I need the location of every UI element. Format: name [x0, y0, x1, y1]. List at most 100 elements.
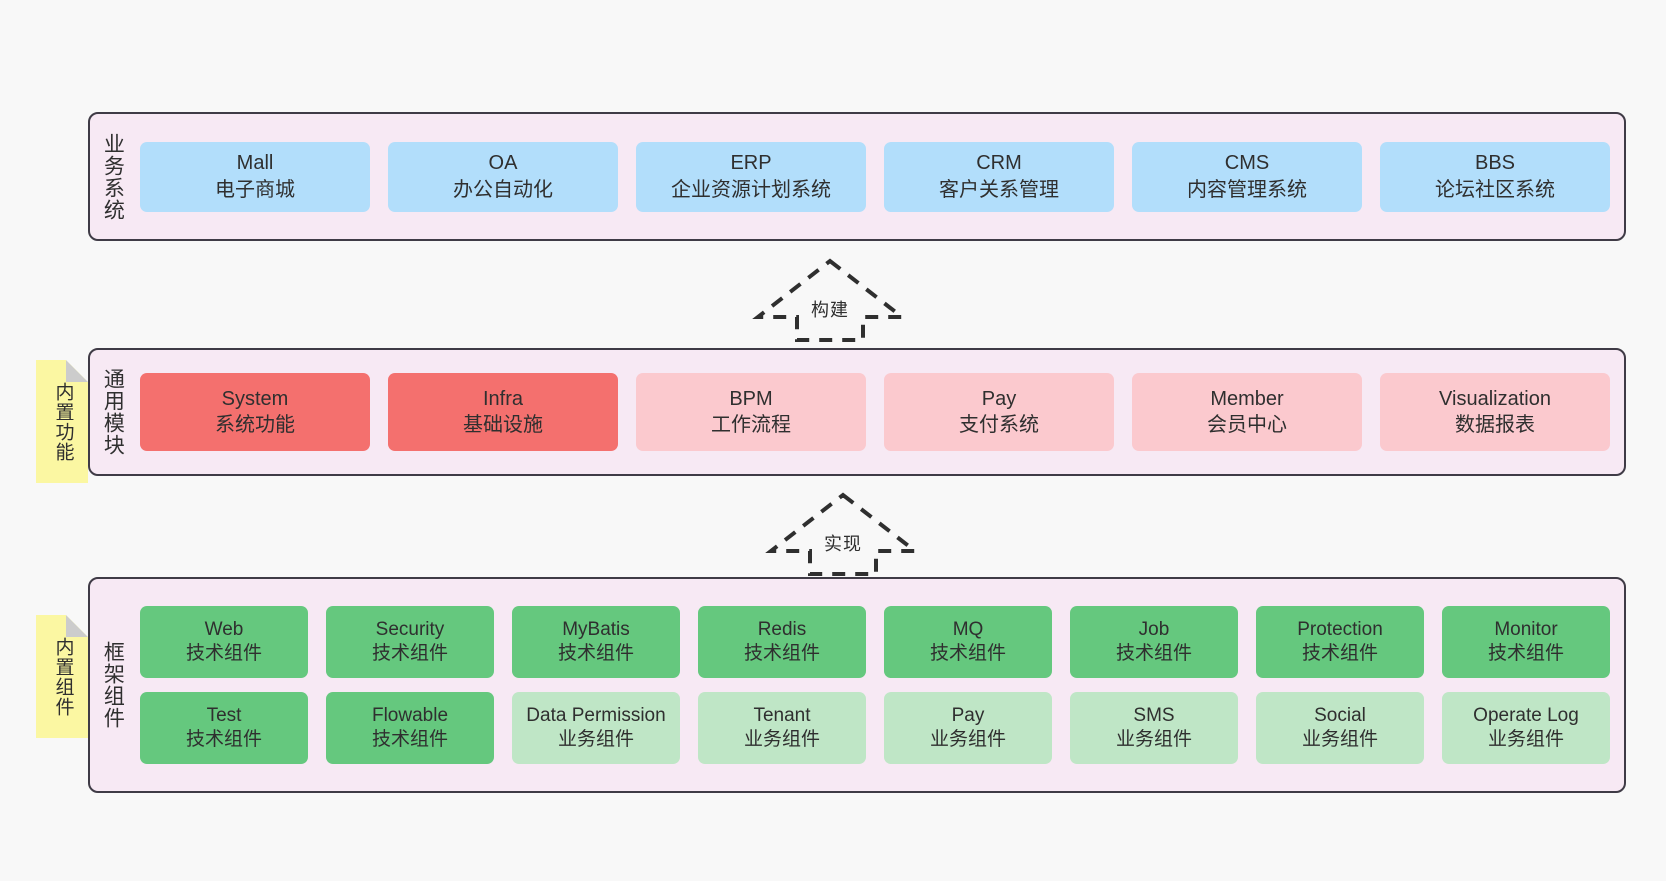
card-erp[interactable]: ERP 企业资源计划系统	[636, 141, 866, 212]
card-tenant[interactable]: Tenant 业务组件	[698, 692, 866, 764]
card-monitor[interactable]: Monitor 技术组件	[1442, 606, 1610, 678]
card-subtitle: 内容管理系统	[1187, 178, 1307, 201]
card-bbs[interactable]: BBS 论坛社区系统	[1380, 141, 1610, 212]
card-data-permission[interactable]: Data Permission 业务组件	[512, 692, 680, 764]
section-title-common-modules: 通用模块	[101, 368, 125, 456]
card-title: Job	[1138, 619, 1170, 641]
page-fold-icon	[66, 360, 88, 382]
card-subtitle: 技术组件	[371, 729, 448, 750]
card-mq[interactable]: MQ 技术组件	[884, 606, 1052, 678]
card-bpm[interactable]: BPM 工作流程	[636, 373, 866, 451]
card-title: Redis	[757, 619, 807, 641]
card-subtitle: 技术组件	[1115, 643, 1192, 664]
card-system[interactable]: System 系统功能	[140, 373, 370, 451]
card-title: System	[221, 387, 289, 410]
card-subtitle: 客户关系管理	[939, 178, 1059, 201]
card-infra[interactable]: Infra 基础设施	[388, 373, 618, 451]
card-subtitle: 技术组件	[371, 643, 448, 664]
card-sms[interactable]: SMS 业务组件	[1070, 692, 1238, 764]
card-mall[interactable]: Mall 电子商城	[140, 141, 370, 212]
section-title-business-systems: 业务系统	[101, 132, 125, 221]
card-title: Test	[206, 705, 242, 727]
card-title: CRM	[976, 152, 1022, 175]
implement-arrow: 实现	[765, 492, 921, 576]
sticky-note-label: 内置功能	[52, 381, 74, 462]
card-subtitle: 工作流程	[711, 414, 791, 436]
card-title: Member	[1210, 387, 1284, 410]
card-title: Web	[204, 619, 244, 641]
card-title: SMS	[1133, 705, 1175, 727]
section-title-framework-components: 框架组件	[101, 641, 125, 729]
card-title: Visualization	[1439, 387, 1551, 410]
card-subtitle: 技术组件	[1487, 643, 1564, 664]
card-security[interactable]: Security 技术组件	[326, 606, 494, 678]
card-title: OA	[488, 152, 518, 175]
card-flowable[interactable]: Flowable 技术组件	[326, 692, 494, 764]
card-pay-module[interactable]: Pay 支付系统	[884, 373, 1114, 451]
card-cms[interactable]: CMS 内容管理系统	[1132, 141, 1362, 212]
card-subtitle: 企业资源计划系统	[671, 178, 831, 201]
arrow-outline-icon	[765, 492, 921, 576]
card-subtitle: 业务组件	[1487, 729, 1564, 750]
framework-row-tech: Web 技术组件 Security 技术组件 MyBatis 技术组件 Redi…	[140, 606, 1610, 678]
card-subtitle: 系统功能	[215, 414, 295, 436]
section-business-systems: 业务系统 Mall 电子商城 OA 办公自动化 ERP 企业资源计划系统 CRM…	[88, 112, 1626, 241]
card-visualization[interactable]: Visualization 数据报表	[1380, 373, 1610, 451]
card-crm[interactable]: CRM 客户关系管理	[884, 141, 1114, 212]
card-title: MQ	[952, 619, 984, 641]
card-subtitle: 基础设施	[463, 414, 543, 436]
card-subtitle: 技术组件	[185, 729, 262, 750]
card-title: BPM	[729, 387, 773, 410]
card-subtitle: 会员中心	[1207, 414, 1287, 436]
card-subtitle: 技术组件	[557, 643, 634, 664]
section-common-modules: 通用模块 System 系统功能 Infra 基础设施 BPM 工作流程 Pay…	[88, 348, 1626, 476]
card-operate-log[interactable]: Operate Log 业务组件	[1442, 692, 1610, 764]
card-test[interactable]: Test 技术组件	[140, 692, 308, 764]
card-redis[interactable]: Redis 技术组件	[698, 606, 866, 678]
sticky-note-builtin-functions: 内置功能	[36, 360, 88, 483]
card-title: Social	[1314, 705, 1366, 727]
card-subtitle: 论坛社区系统	[1435, 178, 1555, 201]
card-subtitle: 业务组件	[1115, 729, 1192, 750]
card-member[interactable]: Member 会员中心	[1132, 373, 1362, 451]
card-title: Pay	[981, 387, 1017, 410]
card-subtitle: 办公自动化	[453, 178, 553, 201]
sticky-note-builtin-components: 内置组件	[36, 615, 88, 738]
card-oa[interactable]: OA 办公自动化	[388, 141, 618, 212]
card-title: Infra	[482, 387, 524, 410]
card-social[interactable]: Social 业务组件	[1256, 692, 1424, 764]
framework-row-business: Test 技术组件 Flowable 技术组件 Data Permission …	[140, 692, 1610, 764]
card-subtitle: 支付系统	[959, 414, 1039, 436]
card-title: ERP	[730, 152, 772, 175]
section-body-framework-components: Web 技术组件 Security 技术组件 MyBatis 技术组件 Redi…	[134, 579, 1624, 791]
card-web[interactable]: Web 技术组件	[140, 606, 308, 678]
card-subtitle: 技术组件	[185, 643, 262, 664]
card-title: Mall	[236, 152, 274, 175]
card-mybatis[interactable]: MyBatis 技术组件	[512, 606, 680, 678]
page-fold-icon	[66, 615, 88, 637]
card-subtitle: 数据报表	[1455, 414, 1535, 436]
card-job[interactable]: Job 技术组件	[1070, 606, 1238, 678]
card-title: Tenant	[753, 705, 811, 727]
card-subtitle: 技术组件	[743, 643, 820, 664]
card-title: Pay	[951, 705, 985, 727]
card-title: BBS	[1474, 152, 1516, 175]
card-protection[interactable]: Protection 技术组件	[1256, 606, 1424, 678]
build-arrow: 构建	[752, 258, 908, 342]
card-subtitle: 业务组件	[1301, 729, 1378, 750]
card-title: CMS	[1224, 152, 1270, 175]
card-title: Protection	[1297, 619, 1383, 641]
card-title: Security	[375, 619, 445, 641]
sticky-note-label: 内置组件	[52, 636, 74, 717]
section-body-common-modules: System 系统功能 Infra 基础设施 BPM 工作流程 Pay 支付系统…	[134, 350, 1624, 474]
card-title: Data Permission	[526, 705, 666, 727]
card-subtitle: 业务组件	[557, 729, 634, 750]
card-subtitle: 技术组件	[929, 643, 1006, 664]
card-title: Flowable	[371, 705, 449, 727]
card-title: MyBatis	[562, 619, 630, 641]
card-pay-component[interactable]: Pay 业务组件	[884, 692, 1052, 764]
section-framework-components: 框架组件 Web 技术组件 Security 技术组件 MyBatis 技术组件…	[88, 577, 1626, 793]
section-body-business-systems: Mall 电子商城 OA 办公自动化 ERP 企业资源计划系统 CRM 客户关系…	[134, 114, 1624, 239]
card-title: Operate Log	[1473, 705, 1579, 727]
